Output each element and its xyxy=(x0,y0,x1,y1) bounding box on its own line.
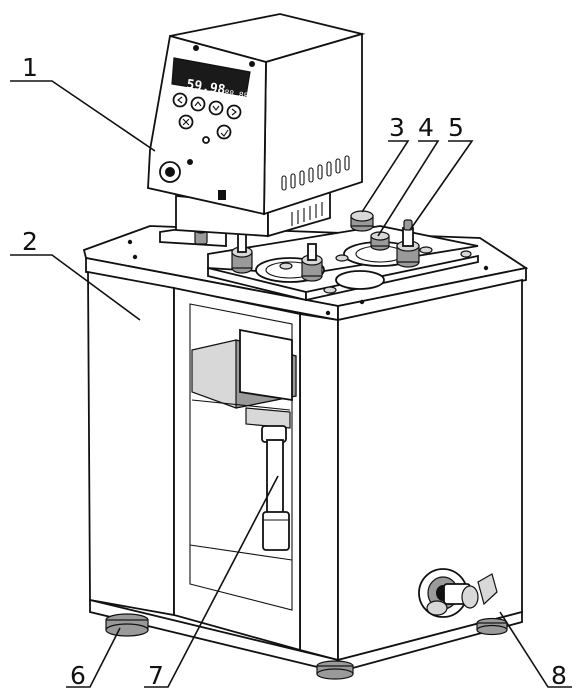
thermometer-holder-5 xyxy=(396,219,420,268)
callout-4: 4 xyxy=(418,113,434,142)
drain-valve xyxy=(418,568,498,618)
leveling-foot-front-middle xyxy=(316,660,354,680)
callout-3: 3 xyxy=(389,113,405,142)
small-caps xyxy=(279,246,472,294)
callout-6: 6 xyxy=(70,661,86,690)
callout-7: 7 xyxy=(148,661,164,690)
cabinet xyxy=(82,225,529,673)
callout-8: 8 xyxy=(551,661,567,690)
leveling-foot-front-left xyxy=(105,613,149,637)
power-switch xyxy=(159,159,193,183)
leveling-foot-front-right xyxy=(476,617,508,636)
control-buttons xyxy=(172,92,242,144)
display-secondary-value: 88.88 xyxy=(224,88,249,101)
callout-labels: 1 2 3 4 5 6 7 8 xyxy=(22,53,567,690)
control-unit: 59.98 88.88 xyxy=(147,13,366,238)
thermometer-holder-middle xyxy=(301,243,323,282)
callout-1: 1 xyxy=(22,53,38,82)
cap-4 xyxy=(370,231,390,251)
callout-5: 5 xyxy=(448,113,464,142)
cap-3 xyxy=(350,210,374,232)
display-main-value: 59.98 xyxy=(185,77,226,98)
callout-2: 2 xyxy=(22,227,38,256)
callout-leaders xyxy=(10,80,572,688)
